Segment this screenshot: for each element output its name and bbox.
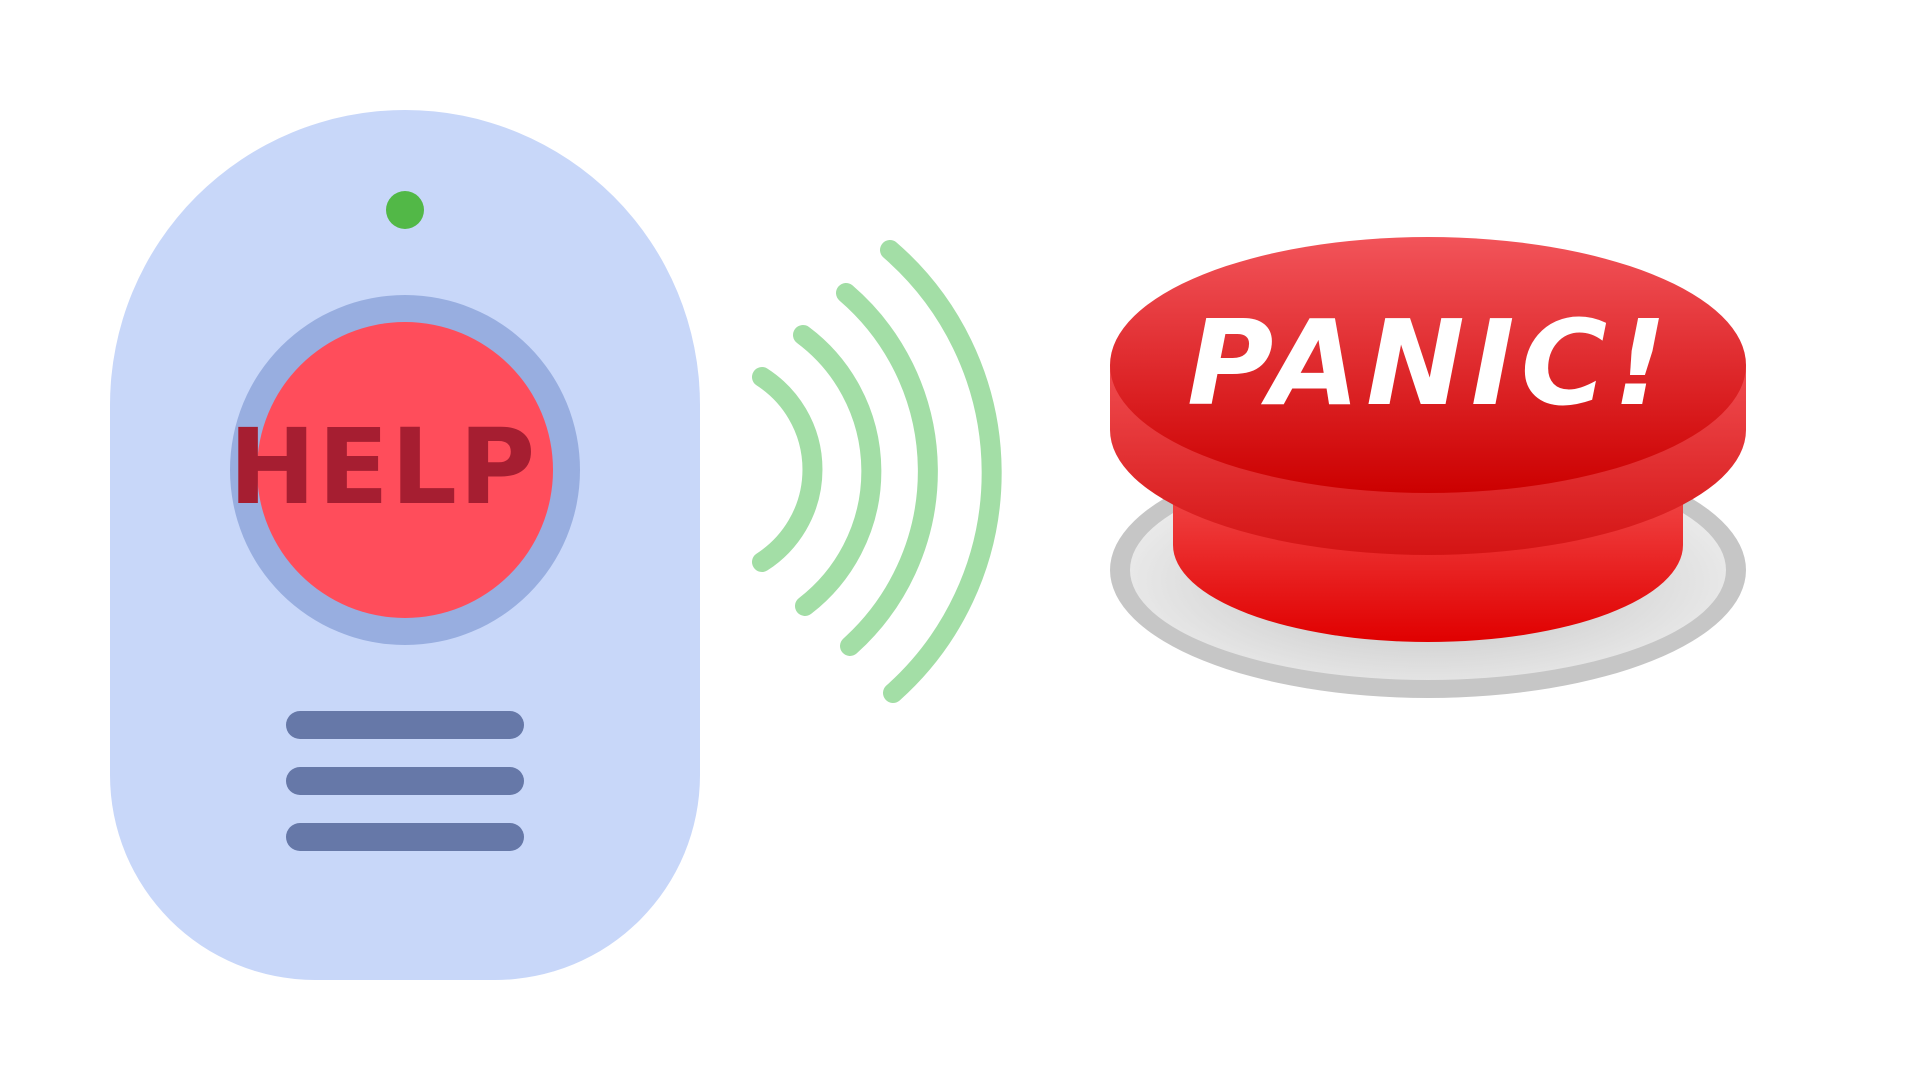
speaker-grille-icon xyxy=(286,711,524,851)
help-button-face[interactable] xyxy=(257,322,553,618)
help-device: HELP xyxy=(110,110,700,980)
wireless-signal-icon xyxy=(752,240,1002,703)
panic-button-label: PANIC! xyxy=(1187,294,1673,432)
signal-wave-4 xyxy=(880,240,1002,703)
signal-wave-3 xyxy=(836,283,938,656)
panic-button[interactable]: PANIC! xyxy=(1110,237,1746,698)
panic-cap-top[interactable] xyxy=(1110,237,1746,493)
signal-wave-2 xyxy=(793,325,882,616)
help-button-label: HELP xyxy=(229,406,538,528)
help-button[interactable]: HELP xyxy=(229,322,553,618)
status-led-icon xyxy=(386,191,424,229)
signal-wave-1 xyxy=(752,367,823,572)
